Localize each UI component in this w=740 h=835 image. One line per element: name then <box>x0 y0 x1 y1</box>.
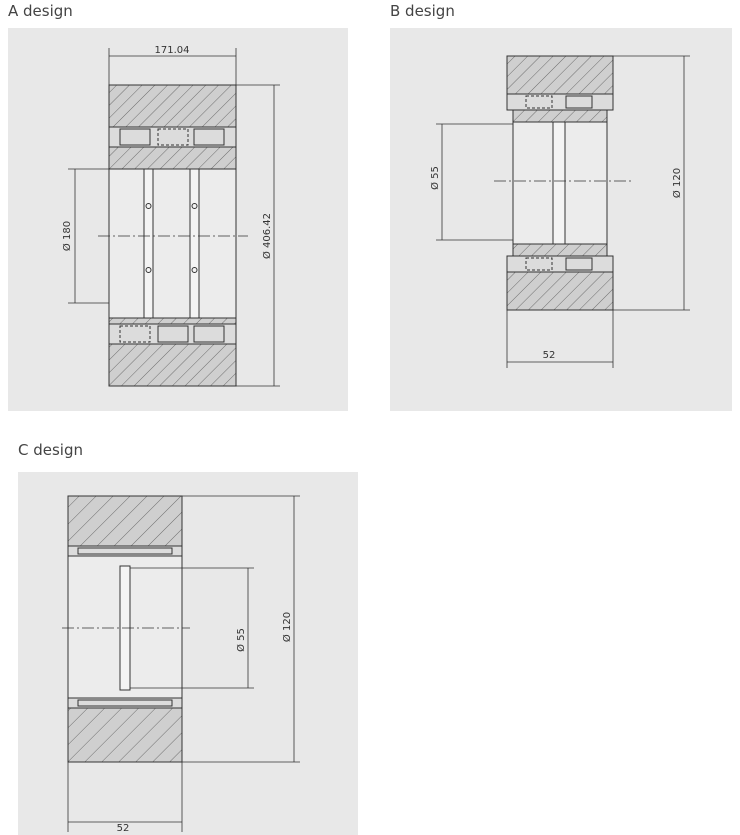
b-design-drawing: Ø 55 Ø 120 52 <box>429 55 690 368</box>
inner-ring-bottom <box>512 243 608 257</box>
b-design-panel: Ø 55 Ø 120 52 <box>390 28 732 411</box>
shaft-2 <box>189 168 200 319</box>
roller-row-top <box>506 93 614 111</box>
outer-diameter-label: Ø 406.42 <box>261 213 273 259</box>
outer-ring-top <box>67 495 183 547</box>
outer-ring-bottom <box>108 343 237 387</box>
roller-row-bottom <box>108 323 237 345</box>
c-design-drawing: Ø 55 Ø 120 52 <box>62 495 300 834</box>
roller-top-2 <box>565 95 593 109</box>
inner-ring-top <box>108 146 237 170</box>
roller-bottom-1 <box>119 325 151 343</box>
roller-top-1 <box>525 95 553 109</box>
outer-ring-bottom <box>506 271 614 311</box>
width-dimension-label: 52 <box>543 350 556 361</box>
shaft-1 <box>143 168 154 319</box>
outer-diameter-label: Ø 120 <box>671 168 683 198</box>
outer-diameter-label: Ø 120 <box>281 612 293 642</box>
inner-diameter-label: Ø 55 <box>235 628 247 652</box>
outer-ring-top <box>506 55 614 95</box>
roller-bottom-3 <box>193 325 225 343</box>
lube-hole <box>145 267 152 273</box>
a-design-drawing: 171.04 Ø 180 Ø 406.42 <box>61 45 280 387</box>
inner-diameter-label: Ø 55 <box>429 166 441 190</box>
roller-bottom-2 <box>565 257 593 271</box>
c-design-caption: C design <box>18 441 84 459</box>
lube-hole <box>145 203 152 209</box>
roller-row-bottom <box>506 255 614 273</box>
roller-row-top <box>108 126 237 148</box>
roller-top-3 <box>193 128 225 146</box>
a-design-panel: 171.04 Ø 180 Ø 406.42 <box>8 28 348 411</box>
roller-top <box>77 547 173 555</box>
width-dimension-label: 52 <box>117 823 130 834</box>
roller-top-2 <box>157 128 189 146</box>
outer-ring-bottom <box>67 707 183 763</box>
roller-bottom-2 <box>157 325 189 343</box>
b-design-caption: B design <box>390 2 455 20</box>
bore <box>108 168 237 319</box>
lube-hole <box>191 267 198 273</box>
c-design-panel: Ø 55 Ø 120 52 <box>18 472 358 835</box>
shaft <box>552 121 566 245</box>
inner-diameter-label: Ø 180 <box>61 221 73 251</box>
width-dimension-label: 171.04 <box>155 45 190 56</box>
outer-ring-top <box>108 84 237 128</box>
a-design-caption: A design <box>8 2 73 20</box>
inner-ring-top <box>512 109 608 123</box>
roller-bottom <box>77 699 173 707</box>
roller-top-1 <box>119 128 151 146</box>
lube-hole <box>191 203 198 209</box>
roller-bottom-1 <box>525 257 553 271</box>
